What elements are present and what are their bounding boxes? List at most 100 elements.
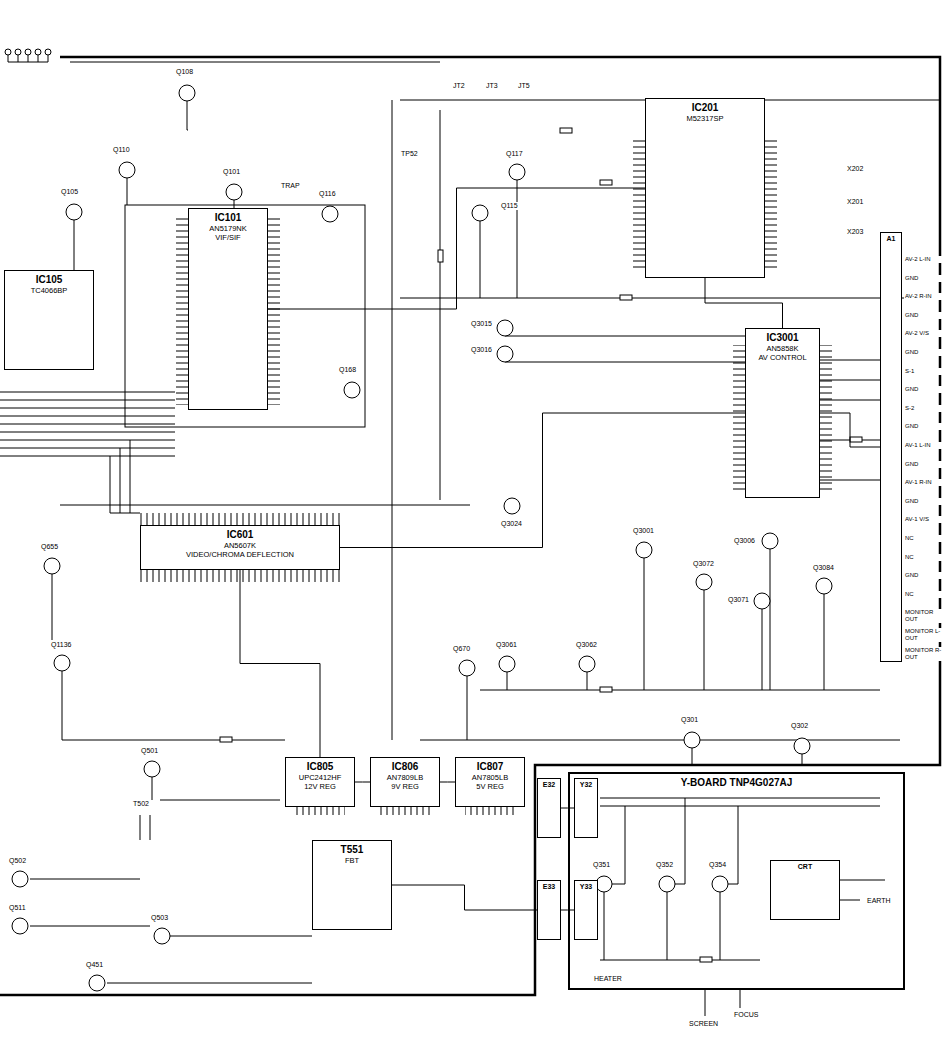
resistor-symbol bbox=[438, 250, 443, 262]
transistor-symbol bbox=[794, 738, 810, 754]
transistor-symbol bbox=[144, 761, 160, 777]
transistor-symbol bbox=[44, 558, 60, 574]
part-label: Q3015 bbox=[470, 320, 493, 328]
ic-package: IC601AN5607KVIDEO/CHROMA DEFLECTION bbox=[140, 525, 340, 570]
transistor-symbol bbox=[504, 498, 520, 514]
regulator-package: IC807AN7805LB5V REG bbox=[455, 757, 525, 807]
wire bbox=[600, 892, 760, 960]
transistor-symbol bbox=[712, 876, 728, 892]
part-label: TRAP bbox=[280, 182, 301, 190]
resistor-symbol bbox=[700, 957, 712, 962]
pin-label: GND bbox=[904, 461, 948, 468]
terminal-symbol bbox=[45, 49, 51, 55]
part-label: Q3062 bbox=[575, 641, 598, 649]
part-name: CRT bbox=[773, 863, 837, 871]
part-description: AN7805LB bbox=[460, 773, 520, 782]
terminal-symbol bbox=[15, 49, 21, 55]
ic-package: IC3001AN5858KAV CONTROL bbox=[745, 328, 820, 498]
part-label: Q511 bbox=[8, 904, 27, 912]
part-description: 12V REG bbox=[290, 782, 350, 791]
resistor-symbol bbox=[620, 295, 632, 300]
wire bbox=[8, 55, 48, 62]
part-label: Q101 bbox=[222, 168, 241, 176]
wire-connector bbox=[705, 278, 783, 328]
transistor-symbol bbox=[179, 85, 195, 101]
part-label: X202 bbox=[846, 165, 864, 173]
part-label: Q3016 bbox=[470, 346, 493, 354]
board-outline bbox=[0, 57, 940, 995]
part-description: UPC2412HF bbox=[290, 773, 350, 782]
part-label: T502 bbox=[132, 800, 150, 808]
transistor-symbol bbox=[12, 871, 28, 887]
pin-label: AV-2 L-IN bbox=[904, 256, 948, 263]
wire bbox=[60, 505, 470, 506]
pin-label: MONITOR OUT bbox=[904, 609, 948, 623]
part-name: IC101 bbox=[193, 212, 263, 224]
part-description: AN5179NK bbox=[193, 224, 263, 233]
ic-pin-row bbox=[176, 215, 188, 405]
wire bbox=[612, 798, 738, 884]
transistor-symbol bbox=[509, 164, 525, 180]
pin-label: GND bbox=[904, 275, 948, 282]
wire-bus bbox=[0, 392, 175, 456]
ic-pin-row bbox=[820, 345, 832, 490]
part-label: Q3024 bbox=[500, 520, 523, 528]
part-description: VIF/SIF bbox=[193, 233, 263, 242]
part-label: Q3001 bbox=[632, 527, 655, 535]
pin-label: S-1 bbox=[904, 368, 948, 375]
pin-label: AV-1 L-IN bbox=[904, 442, 948, 449]
regulator-package: IC806AN7809LB9V REG bbox=[370, 757, 440, 807]
wire bbox=[110, 440, 140, 513]
part-label: Q301 bbox=[680, 716, 699, 724]
regulator-package: IC805UPC2412HF12V REG bbox=[285, 757, 355, 807]
transistor-symbol bbox=[499, 656, 515, 672]
transistor-group bbox=[5, 49, 832, 991]
pin-label: NC bbox=[904, 591, 948, 598]
resistor-symbol bbox=[600, 687, 612, 692]
transistor-symbol bbox=[497, 346, 513, 362]
part-label: HEATER bbox=[593, 975, 623, 983]
part-description: FBT bbox=[317, 856, 387, 865]
wire bbox=[440, 110, 441, 500]
part-description: 9V REG bbox=[375, 782, 435, 791]
part-label: Q117 bbox=[505, 150, 524, 158]
wire-connector bbox=[440, 782, 455, 783]
transistor-symbol bbox=[816, 578, 832, 594]
part-description: AN7809LB bbox=[375, 773, 435, 782]
wire-connector bbox=[355, 782, 370, 783]
part-name: A1 bbox=[883, 235, 899, 243]
wire-connector bbox=[240, 570, 320, 757]
part-label: Q116 bbox=[318, 190, 337, 198]
wire bbox=[467, 672, 802, 765]
pin-label: MONITOR L-OUT bbox=[904, 628, 948, 642]
wire-connector bbox=[392, 885, 537, 910]
resistor-symbol bbox=[220, 737, 232, 742]
shield-outline bbox=[125, 205, 365, 427]
wire bbox=[70, 62, 440, 63]
part-label: Q110 bbox=[112, 146, 131, 154]
part-name: Y-BOARD TNP4G027AJ bbox=[573, 777, 900, 789]
ic-pin-row bbox=[633, 140, 645, 270]
resistor-symbol bbox=[600, 180, 612, 185]
transistor-symbol bbox=[636, 542, 652, 558]
part-name: IC806 bbox=[375, 761, 435, 773]
transistor-symbol bbox=[596, 876, 612, 892]
part-label: JT2 bbox=[452, 82, 466, 90]
wire bbox=[392, 100, 393, 740]
pin-label: AV-2 R-IN bbox=[904, 293, 948, 300]
ic-pin-row bbox=[380, 807, 430, 815]
part-label: SCREEN bbox=[688, 1020, 719, 1028]
part-label: X203 bbox=[846, 228, 864, 236]
part-name: IC807 bbox=[460, 761, 520, 773]
transistor-symbol bbox=[684, 732, 700, 748]
part-name: E32 bbox=[540, 781, 558, 789]
wire bbox=[400, 298, 940, 299]
connector-block: Y32 bbox=[574, 778, 598, 838]
wire bbox=[644, 549, 824, 690]
pin-label: GND bbox=[904, 498, 948, 505]
connector-block: E32 bbox=[537, 778, 561, 838]
wire bbox=[600, 798, 880, 806]
part-label: Q501 bbox=[140, 747, 159, 755]
part-label: JT3 bbox=[485, 82, 499, 90]
transistor-symbol bbox=[66, 204, 82, 220]
